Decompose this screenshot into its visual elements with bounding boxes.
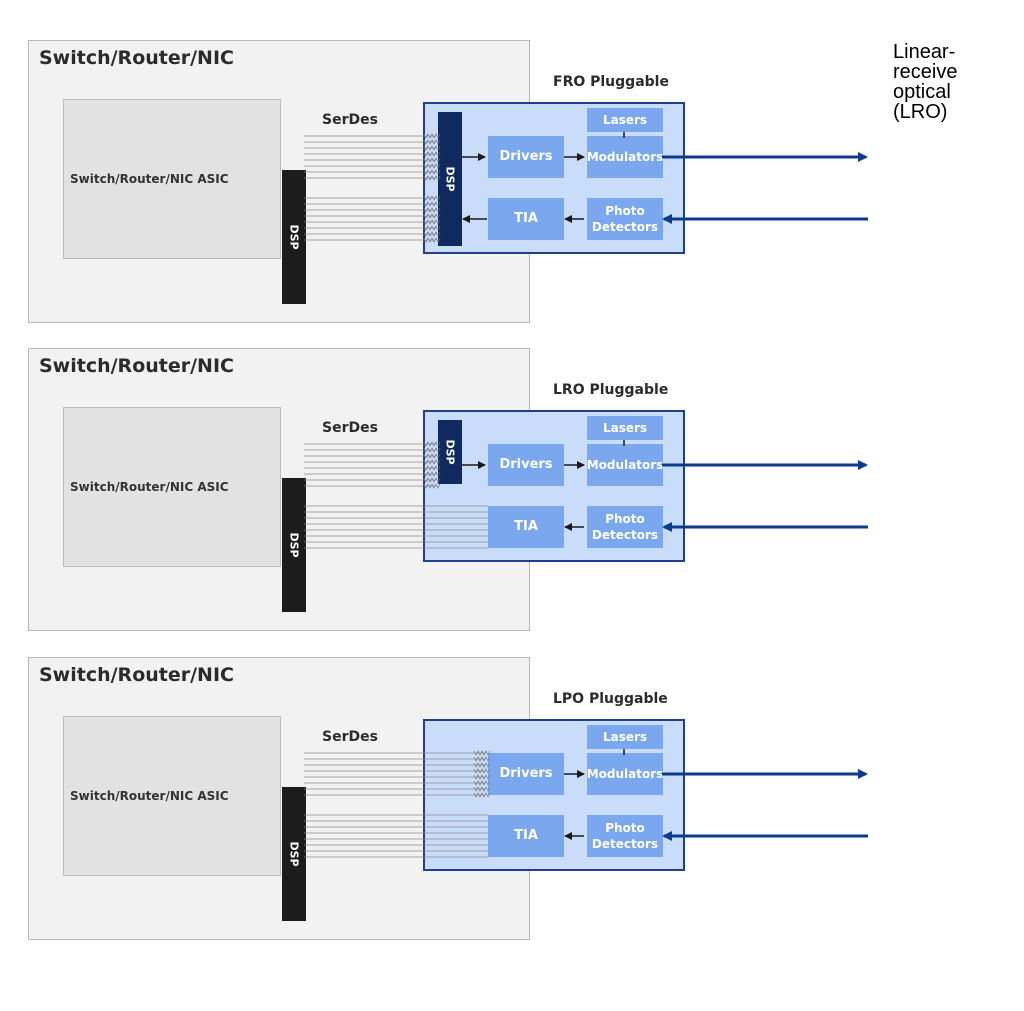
panel-title: Switch/Router/NIC [39, 664, 234, 686]
module-dsp: DSP [438, 420, 462, 484]
drivers-block: Drivers [488, 444, 564, 486]
drivers-block: Drivers [488, 753, 564, 795]
asic-dsp: DSP [282, 170, 306, 304]
asic-label: Switch/Router/NIC ASIC [70, 172, 229, 186]
signal-zigzag [423, 145, 441, 151]
lro-pluggable-module: DSP Drivers Lasers Modulators TIA Photo … [423, 410, 685, 562]
signal-zigzag [473, 750, 491, 756]
signal-zigzag [473, 756, 491, 762]
signal-zigzag [423, 169, 441, 175]
pluggable-title: FRO Pluggable [553, 74, 669, 90]
signal-zigzag [423, 213, 441, 219]
signal-zigzag [423, 483, 441, 489]
signal-zigzag [423, 225, 441, 231]
tia-block: TIA [488, 815, 564, 857]
signal-zigzag [473, 774, 491, 780]
asic-label: Switch/Router/NIC ASIC [70, 789, 229, 803]
photo-detectors-block: Photo Detectors [587, 815, 663, 857]
pluggable-title: LPO Pluggable [553, 691, 668, 707]
serdes-label: SerDes [322, 420, 378, 436]
fro-pluggable-module: DSP Drivers Lasers Modulators TIA Photo … [423, 102, 685, 254]
panel-title: Switch/Router/NIC [39, 47, 234, 69]
signal-zigzag [423, 207, 441, 213]
signal-zigzag [423, 447, 441, 453]
photo-detectors-block: Photo Detectors [587, 506, 663, 548]
photo-detectors-block: Photo Detectors [587, 198, 663, 240]
switch-panel-lpo: Switch/Router/NIC Switch/Router/NIC ASIC… [28, 657, 530, 940]
signal-zigzag [423, 459, 441, 465]
asic-box: Switch/Router/NIC ASIC DSP [63, 99, 306, 304]
switch-panel-lro: Switch/Router/NIC Switch/Router/NIC ASIC… [28, 348, 530, 631]
modulators-block: Modulators [587, 136, 663, 178]
serdes-label: SerDes [322, 112, 378, 128]
signal-zigzag [473, 792, 491, 798]
asic-box: Switch/Router/NIC ASIC DSP [63, 716, 306, 921]
signal-zigzag [473, 762, 491, 768]
signal-zigzag [423, 471, 441, 477]
signal-zigzag [423, 151, 441, 157]
tia-block: TIA [488, 198, 564, 240]
asic-label: Switch/Router/NIC ASIC [70, 480, 229, 494]
panel-title: Switch/Router/NIC [39, 355, 234, 377]
signal-zigzag [423, 139, 441, 145]
signal-zigzag [423, 157, 441, 163]
signal-zigzag [423, 237, 441, 243]
signal-zigzag [423, 231, 441, 237]
signal-zigzag [423, 453, 441, 459]
lasers-block: Lasers [587, 725, 663, 749]
signal-zigzag [473, 786, 491, 792]
serdes-label: SerDes [322, 729, 378, 745]
signal-zigzag [423, 201, 441, 207]
signal-zigzag [423, 477, 441, 483]
modulators-block: Modulators [587, 444, 663, 486]
lasers-block: Lasers [587, 416, 663, 440]
signal-zigzag [423, 219, 441, 225]
signal-zigzag [473, 780, 491, 786]
signal-zigzag [423, 195, 441, 201]
signal-zigzag [423, 133, 441, 139]
signal-zigzag [423, 465, 441, 471]
pluggable-title: LRO Pluggable [553, 382, 669, 398]
modulators-block: Modulators [587, 753, 663, 795]
lro-side-label: Linear- receive optical (LRO) [893, 41, 958, 123]
asic-dsp: DSP [282, 478, 306, 612]
module-dsp: DSP [438, 112, 462, 246]
asic-dsp: DSP [282, 787, 306, 921]
asic-box: Switch/Router/NIC ASIC DSP [63, 407, 306, 612]
signal-zigzag [423, 175, 441, 181]
tia-block: TIA [488, 506, 564, 548]
signal-zigzag [423, 441, 441, 447]
drivers-block: Drivers [488, 136, 564, 178]
signal-zigzag [423, 163, 441, 169]
signal-zigzag [473, 768, 491, 774]
lpo-pluggable-module: Drivers Lasers Modulators TIA Photo Dete… [423, 719, 685, 871]
lasers-block: Lasers [587, 108, 663, 132]
